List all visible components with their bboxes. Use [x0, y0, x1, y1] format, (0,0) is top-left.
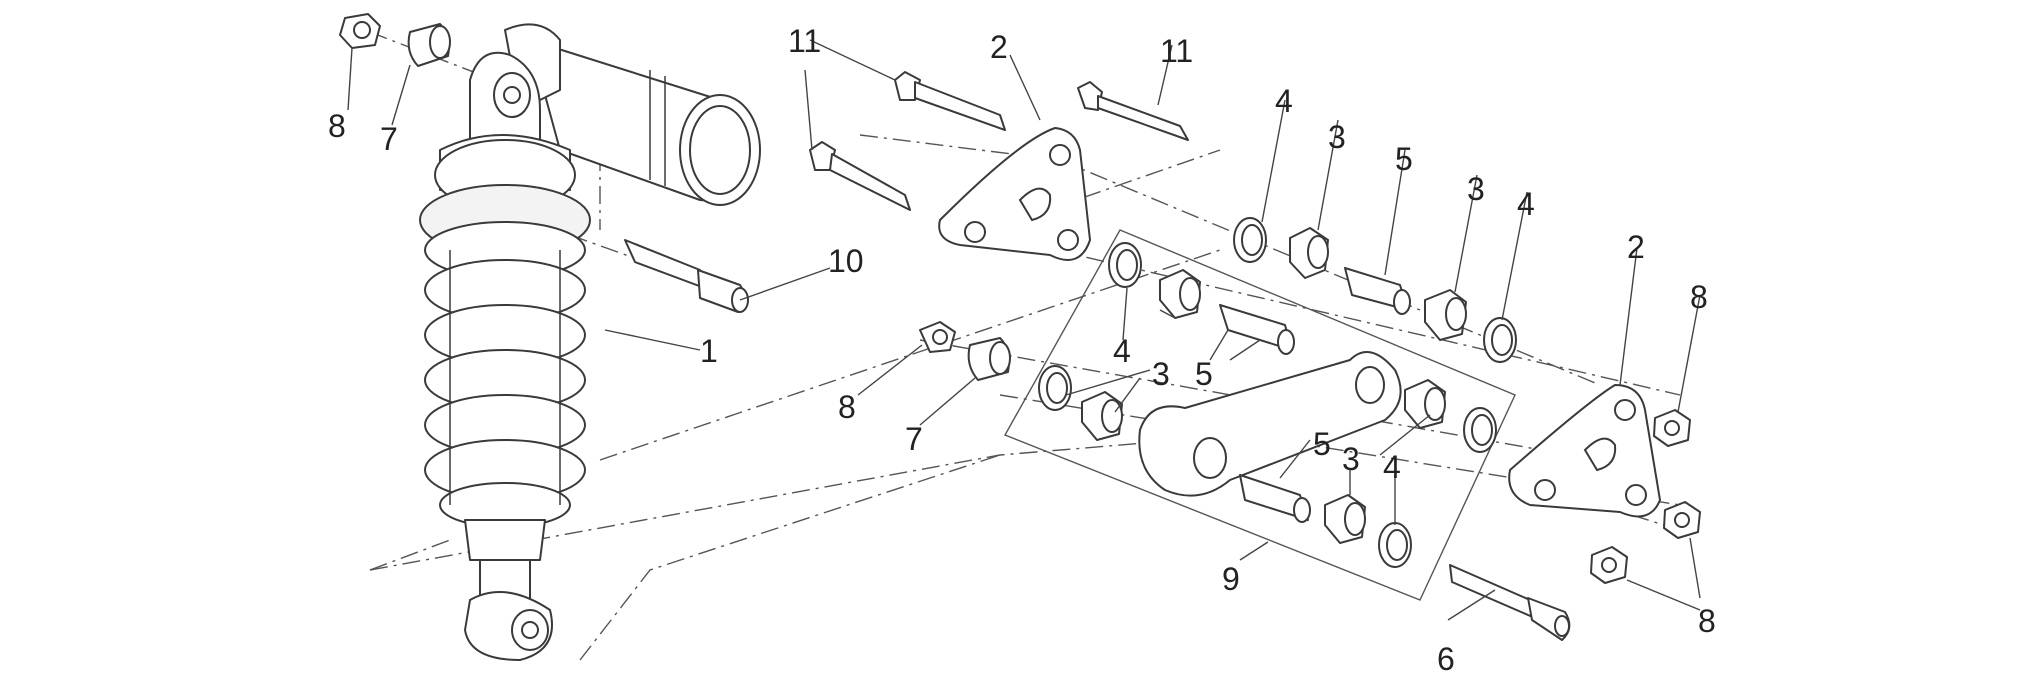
label-8-top-left: 8: [328, 108, 346, 144]
label-5-middle: 5: [1195, 356, 1213, 392]
linkage-assembly-box: [1003, 229, 1516, 601]
label-10: 10: [828, 243, 864, 279]
linkage-bushings: [919, 242, 1497, 568]
upper-bushing-row: [1233, 217, 1517, 363]
label-11-left: 11: [788, 23, 821, 59]
label-5-upper: 5: [1395, 141, 1413, 177]
label-2-upper: 2: [990, 29, 1008, 65]
bolts-11: [809, 71, 1189, 211]
part-labels: 8 7 11 2 11 4 3 5 3 4 2 8 10 1 4 3 5 8 7…: [328, 23, 1716, 677]
label-4-upper-right: 4: [1517, 186, 1535, 222]
label-4-lower: 4: [1383, 449, 1401, 485]
label-8-right-top: 8: [1690, 279, 1708, 315]
bolt-6: [1449, 564, 1571, 641]
bracket-plate-upper: [938, 127, 1091, 261]
label-3-lower: 3: [1342, 441, 1360, 477]
label-6: 6: [1437, 641, 1455, 677]
label-4-upper-left: 4: [1275, 83, 1293, 119]
label-7-top-left: 7: [380, 121, 398, 157]
bolt-10: [624, 239, 749, 313]
linkage-rod: [1138, 351, 1402, 497]
label-1: 1: [700, 333, 718, 369]
label-9: 9: [1222, 561, 1240, 597]
label-8-left: 8: [838, 389, 856, 425]
nuts-right: [1590, 409, 1701, 584]
shock-absorber: [419, 23, 761, 661]
label-3-upper-right: 3: [1467, 171, 1485, 207]
top-left-bushing-and-nut: [339, 13, 451, 67]
label-11-right: 11: [1160, 33, 1193, 69]
label-3-middle: 3: [1152, 356, 1170, 392]
label-4-middle: 4: [1113, 333, 1131, 369]
label-8-right-bottom: 8: [1698, 603, 1716, 639]
leader-lines: [347, 39, 1701, 621]
label-5-lower: 5: [1313, 426, 1331, 462]
label-2-lower: 2: [1627, 229, 1645, 265]
label-7-left: 7: [905, 421, 923, 457]
bracket-plate-lower: [1508, 384, 1661, 518]
label-3-upper-left: 3: [1328, 119, 1346, 155]
